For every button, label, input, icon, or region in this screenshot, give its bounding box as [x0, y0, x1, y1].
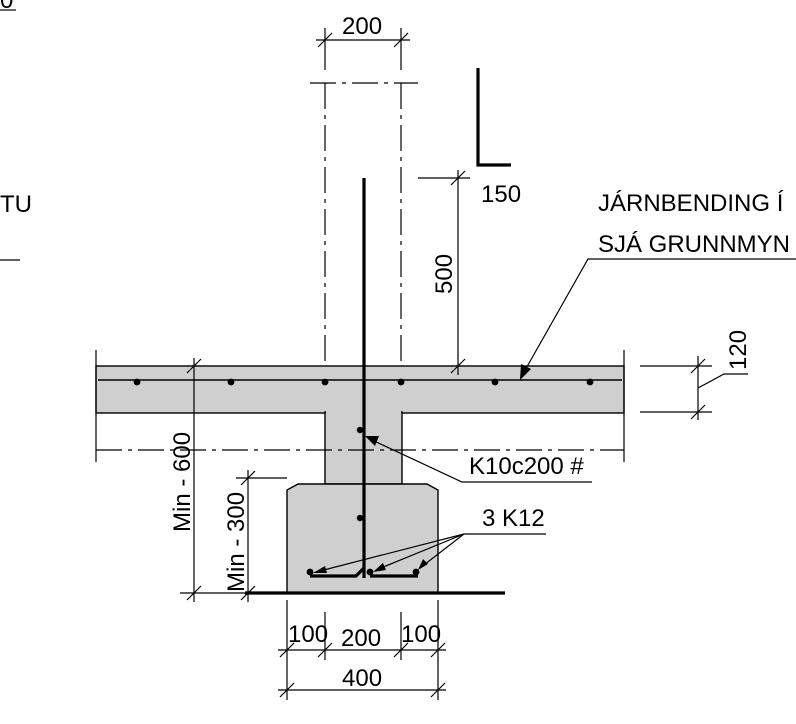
dim-tick [430, 682, 446, 698]
reinforcement-note-line1: JÁRNBENDING Í [598, 190, 784, 217]
dim-tick [690, 404, 706, 420]
bottom-bar-dot [306, 568, 314, 576]
dim-tick [317, 642, 333, 658]
dim-tick [279, 682, 295, 698]
bars-leader-2 [375, 533, 465, 571]
slab-thickness-dimension: 120 [640, 330, 752, 420]
slab-bar-dot [397, 378, 405, 386]
column-width-dimension: 200 [316, 13, 410, 70]
min-300-dimension: Min - 300 [223, 470, 287, 602]
dim-tick [393, 642, 409, 658]
min-600-text: Min - 600 [169, 432, 196, 532]
min-600-dimension: Min - 600 [169, 358, 245, 602]
anchorage-dimension: 500 [418, 170, 470, 375]
dim-tick [186, 358, 202, 374]
bars-note: 3 K12 [313, 505, 546, 573]
bottom-mid-text: 200 [341, 625, 381, 652]
reinforcement-note-line2: SJÁ GRUNNMYN [598, 231, 790, 258]
bottom-total-text: 400 [342, 665, 382, 692]
leader-arrowhead [520, 364, 531, 380]
wall-outline-above [310, 82, 418, 366]
leader-arrowhead [418, 559, 428, 570]
dim-tick [450, 358, 466, 374]
dim-tick [393, 32, 409, 48]
bottom-bar-dot [366, 568, 374, 576]
bottom-left-text: 100 [288, 621, 328, 648]
anchorage-text: 500 [431, 254, 458, 294]
slab-thickness-text: 120 [725, 330, 752, 370]
stirrup-leader [371, 439, 592, 483]
dim-tick [240, 585, 256, 601]
left-fragment-top-text: 0 [0, 0, 13, 14]
stirrup-bar-dot [356, 426, 364, 434]
bars-leader-3 [419, 533, 465, 569]
dim-tick [430, 642, 446, 658]
bottom-bar-dot [412, 568, 420, 576]
min-300-text: Min - 300 [223, 492, 250, 592]
reinforcement-leader [523, 258, 796, 373]
stirrup-bar-dot [356, 514, 364, 522]
left-edge-fragment: 0 TU [0, 0, 32, 261]
dim-tick [317, 32, 333, 48]
leader-arrowhead [365, 436, 379, 446]
reinforcement-note: JÁRNBENDING Í SJÁ GRUNNMYN [520, 190, 796, 380]
stirrup-note: K10c200 # [365, 436, 592, 483]
bottom-dimensions: 100 200 100 400 [278, 600, 446, 700]
bars-leader-1 [315, 533, 465, 573]
slab-bar-dot [586, 378, 594, 386]
dim-tick [450, 170, 466, 186]
slab-bar-dot [133, 378, 141, 386]
left-fragment-mid-text: TU [0, 191, 32, 218]
leader-arrowhead [313, 566, 327, 573]
slab-bar-dot [491, 378, 499, 386]
slab-bar-dot [321, 378, 329, 386]
stirrup-note-text: K10c200 # [469, 453, 584, 480]
dim-tick [279, 642, 295, 658]
dim-tick [690, 358, 706, 374]
bottom-bar-left [310, 566, 366, 578]
bottom-right-text: 100 [401, 621, 441, 648]
slab-bar-dot [227, 378, 235, 386]
bar-hook-detail [476, 68, 511, 167]
reinforcement [98, 178, 622, 578]
leader [697, 373, 748, 389]
floor-slab [95, 365, 625, 414]
bars-note-text: 3 K12 [482, 505, 545, 532]
hook-length-dimension: 150 [481, 181, 521, 208]
leader-arrowhead [373, 563, 386, 572]
column-width-text: 200 [342, 13, 382, 40]
